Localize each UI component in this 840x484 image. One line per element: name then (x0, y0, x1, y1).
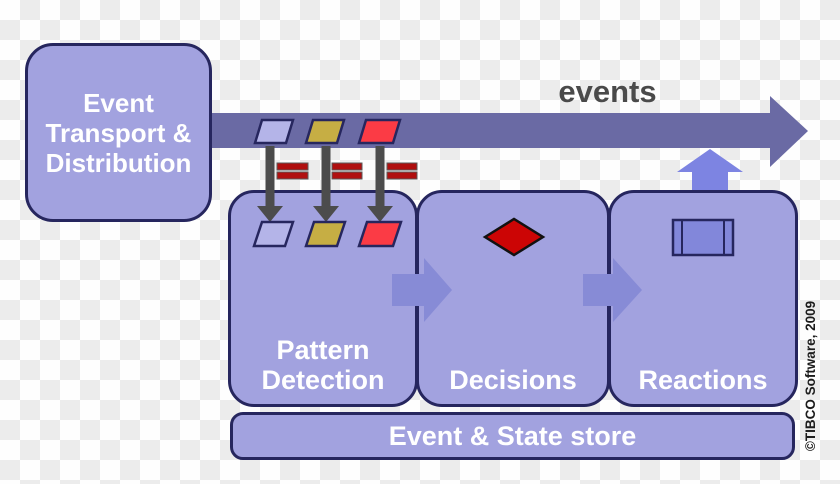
box-gold-event-marker-icon (304, 220, 347, 248)
filter-bar-2-top-icon (331, 162, 363, 171)
events-arrowhead-icon (770, 96, 808, 167)
events-band (206, 113, 772, 148)
filter-bar-1-bottom-icon (276, 171, 309, 180)
copyright-credit: ©TIBCO Software, 2009 (803, 300, 818, 452)
node-reactions-label: Reactions (638, 365, 768, 395)
filter-bar-3-top-icon (386, 162, 418, 171)
up-arrow-icon (677, 149, 743, 191)
node-store-label: Event & State store (388, 420, 637, 451)
box-red-event-marker-icon (357, 220, 403, 248)
node-transport-label-line1: Event (83, 87, 154, 118)
node-transport-label-line2: Transport & (45, 117, 192, 148)
node-event-state-store: Event & State store (230, 412, 795, 460)
node-pattern-label-line2: Detection (261, 365, 385, 395)
node-decisions-label: Decisions (449, 365, 577, 395)
down-arrow-1-icon (257, 146, 283, 222)
down-arrow-3-icon (367, 146, 393, 222)
decision-diamond-icon (482, 217, 546, 257)
band-gold-event-marker-icon (304, 118, 346, 145)
box-lavender-event-marker-icon (252, 220, 295, 248)
band-red-event-marker-icon (357, 118, 402, 145)
flow-arrow-pattern-to-decisions-icon (392, 258, 452, 322)
filter-bar-3-bottom-icon (386, 171, 418, 180)
node-transport-label-line3: Distribution (45, 147, 192, 178)
filter-bar-2-bottom-icon (331, 171, 363, 180)
node-event-transport: Event Transport & Distribution (25, 43, 212, 222)
band-lavender-event-marker-icon (253, 118, 295, 145)
down-arrow-2-icon (313, 146, 339, 222)
node-pattern-label-line1: Pattern (276, 335, 370, 365)
events-arrow-label: events (558, 74, 657, 109)
flow-arrow-decisions-to-reactions-icon (583, 258, 642, 322)
filter-bar-1-top-icon (276, 162, 309, 171)
